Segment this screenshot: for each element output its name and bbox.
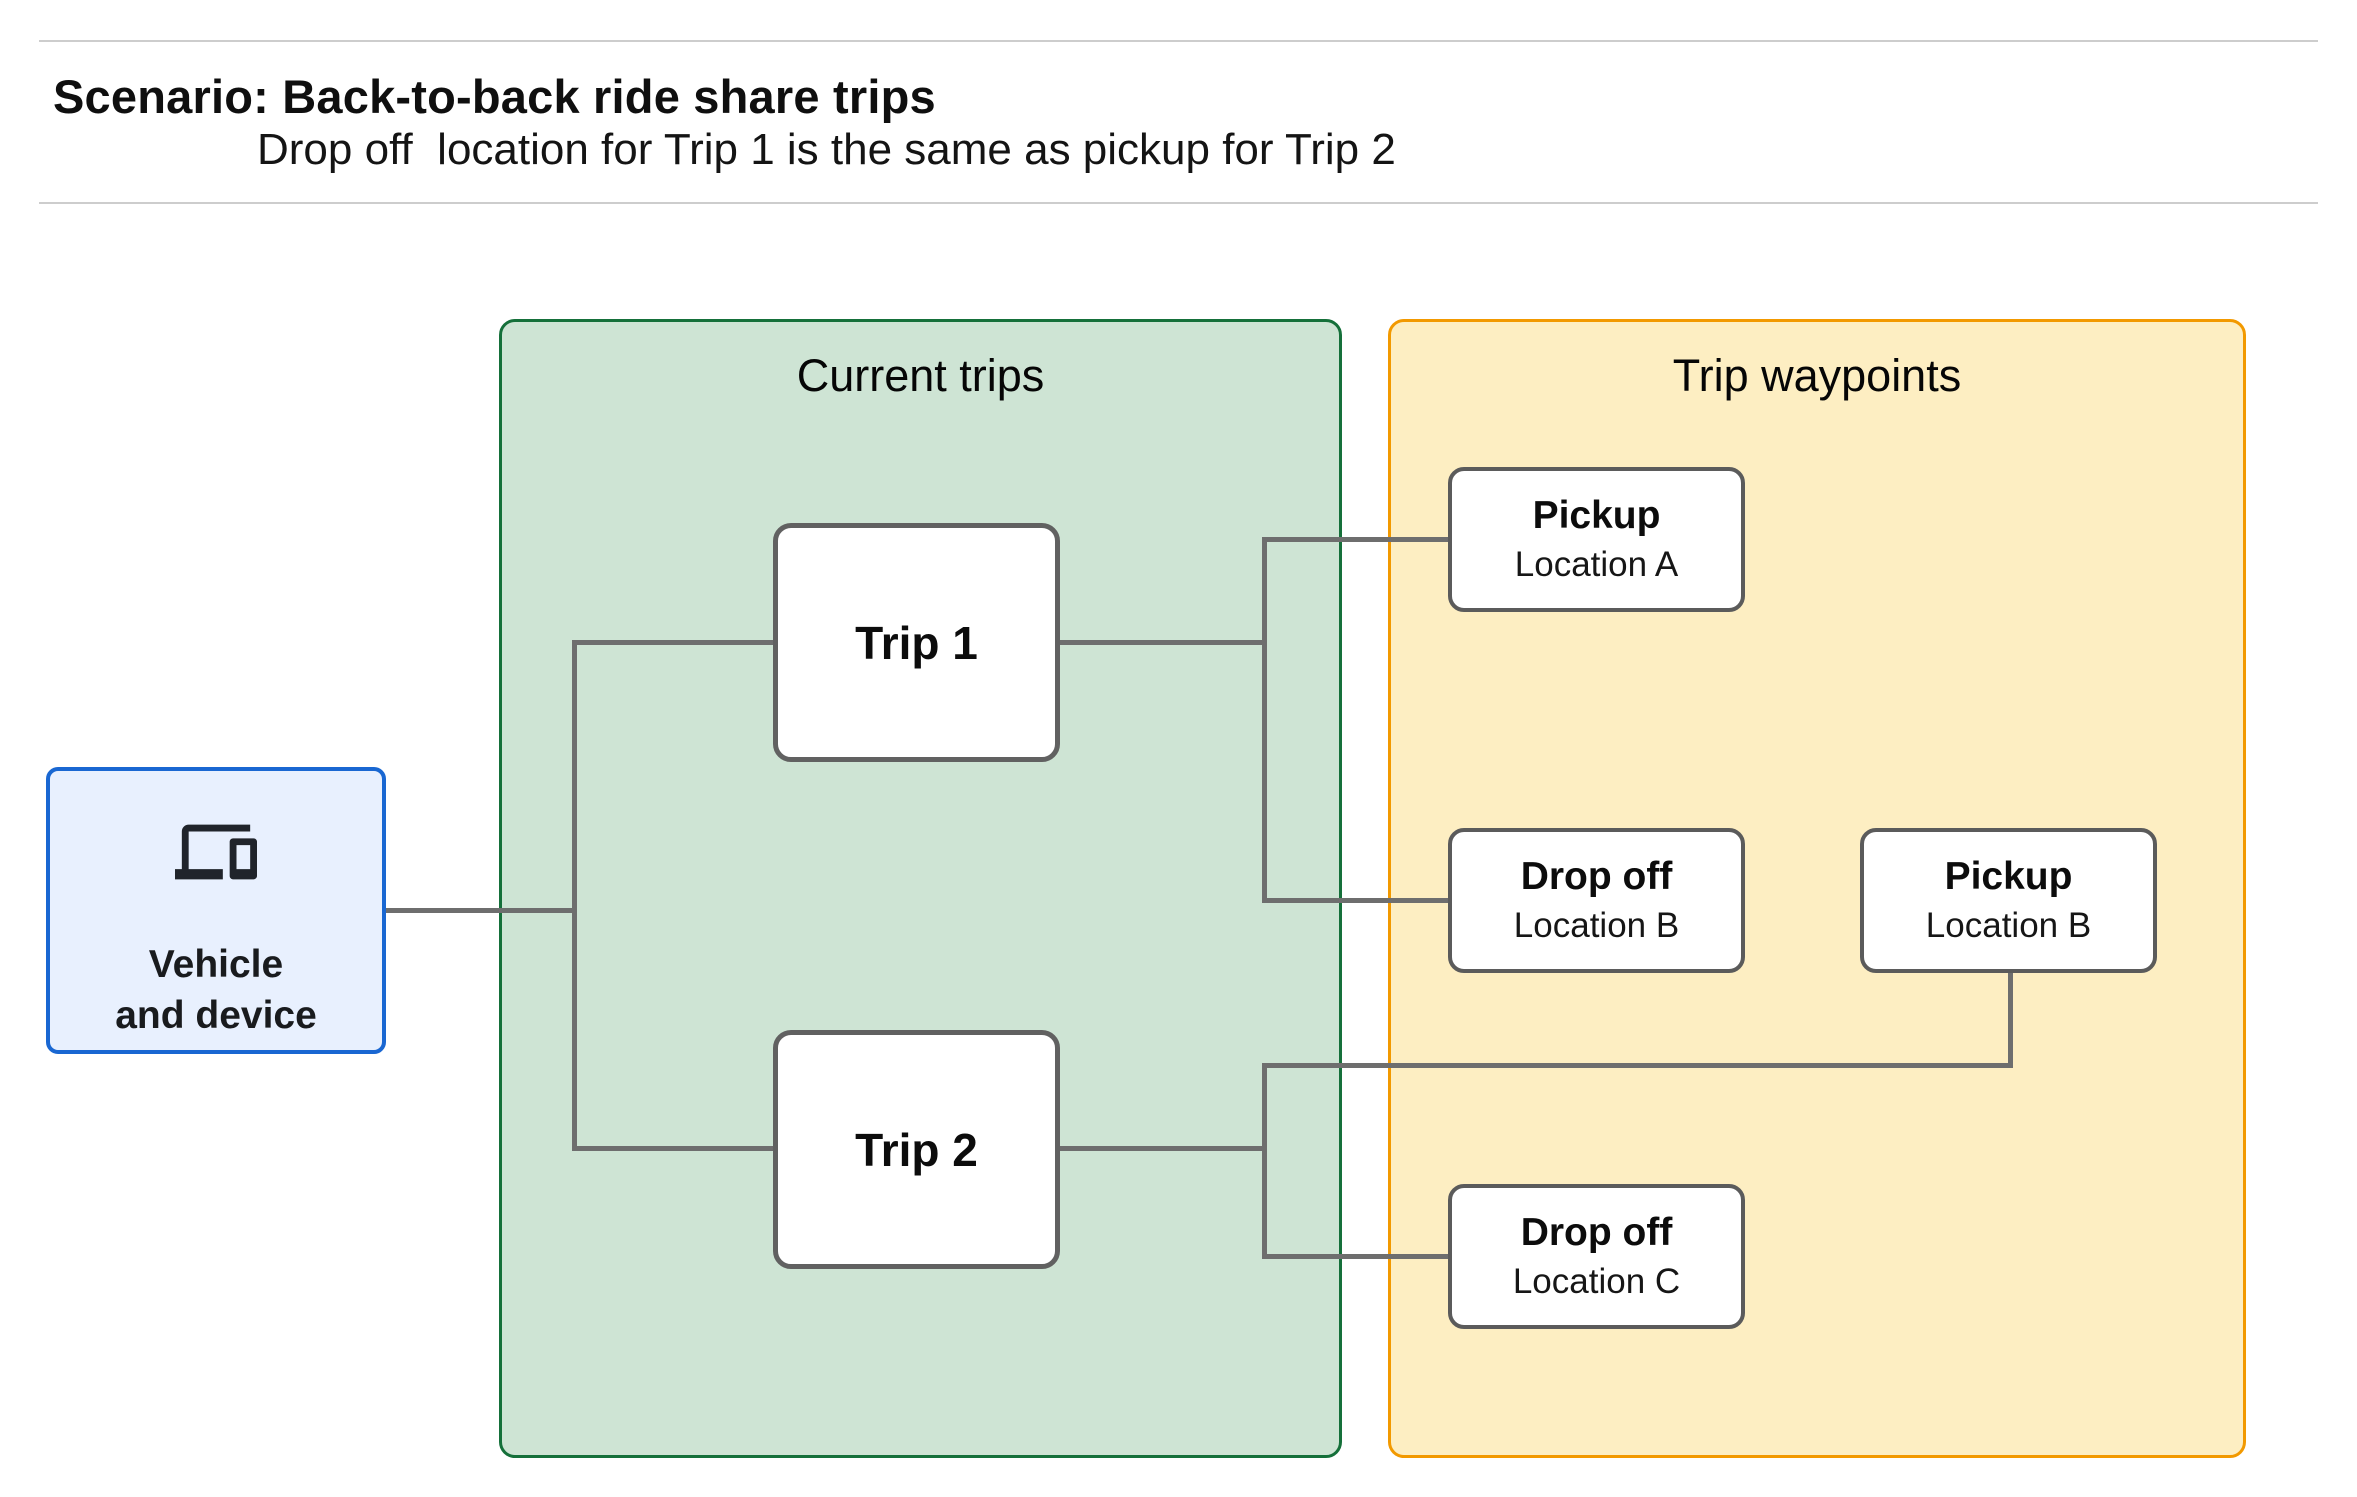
scenario-subtitle: Drop off location for Trip 1 is the same… bbox=[257, 125, 1396, 174]
connector-hub-vertical bbox=[572, 640, 577, 1151]
current-trips-panel-title: Current trips bbox=[796, 350, 1045, 401]
waypoint-pickup-a-subtitle: Location A bbox=[1514, 545, 1679, 584]
connector-hub-to-trip2 bbox=[572, 1146, 773, 1151]
vehicle-label-line1: Vehicle bbox=[148, 943, 284, 986]
connector-vehicle-to-hub bbox=[386, 908, 577, 913]
waypoint-dropoff-b: Drop off Location B bbox=[1448, 828, 1745, 973]
vehicle-label-line2: and device bbox=[115, 994, 317, 1037]
waypoint-dropoff-c: Drop off Location C bbox=[1448, 1184, 1745, 1329]
connector-to-dropoff-b bbox=[1262, 898, 1448, 903]
waypoint-pickup-b: Pickup Location B bbox=[1860, 828, 2157, 973]
trip-1-label: Trip 1 bbox=[855, 616, 978, 669]
connector-hub-to-trip1 bbox=[572, 640, 773, 645]
waypoint-pickup-a: Pickup Location A bbox=[1448, 467, 1745, 612]
connector-pickup-b-horizontal bbox=[1262, 1063, 2013, 1068]
connector-trip2-out bbox=[1060, 1146, 1267, 1151]
trip-waypoints-panel-title: Trip waypoints bbox=[1672, 350, 1962, 401]
waypoint-pickup-b-title: Pickup bbox=[1944, 855, 2073, 898]
waypoint-dropoff-b-title: Drop off bbox=[1520, 855, 1673, 898]
trip-2-node: Trip 2 bbox=[773, 1030, 1060, 1269]
connector-to-dropoff-c bbox=[1262, 1254, 1448, 1259]
top-divider bbox=[39, 40, 2318, 42]
waypoint-pickup-b-subtitle: Location B bbox=[1925, 906, 2092, 945]
waypoint-pickup-a-title: Pickup bbox=[1532, 494, 1661, 537]
connector-pickup-b-drop bbox=[2008, 973, 2013, 1068]
connector-to-pickup-a bbox=[1262, 537, 1448, 542]
vehicle-node: Vehicle and device bbox=[46, 767, 386, 1054]
connector-trip1-out bbox=[1060, 640, 1267, 645]
trip-1-node: Trip 1 bbox=[773, 523, 1060, 762]
current-trips-panel: Current trips bbox=[499, 319, 1342, 1458]
trip-2-label: Trip 2 bbox=[855, 1123, 978, 1176]
vehicle-node-label: Vehicle and device bbox=[50, 939, 382, 1041]
connector-trip1-branch-vertical bbox=[1262, 537, 1267, 903]
waypoint-dropoff-c-title: Drop off bbox=[1520, 1211, 1673, 1254]
devices-icon bbox=[175, 811, 257, 893]
scenario-title: Scenario: Back-to-back ride share trips bbox=[53, 70, 936, 123]
connector-trip2-branch-vertical bbox=[1262, 1063, 1267, 1259]
waypoint-dropoff-c-subtitle: Location C bbox=[1512, 1262, 1681, 1301]
waypoint-dropoff-b-subtitle: Location B bbox=[1513, 906, 1680, 945]
header-divider bbox=[39, 202, 2318, 204]
